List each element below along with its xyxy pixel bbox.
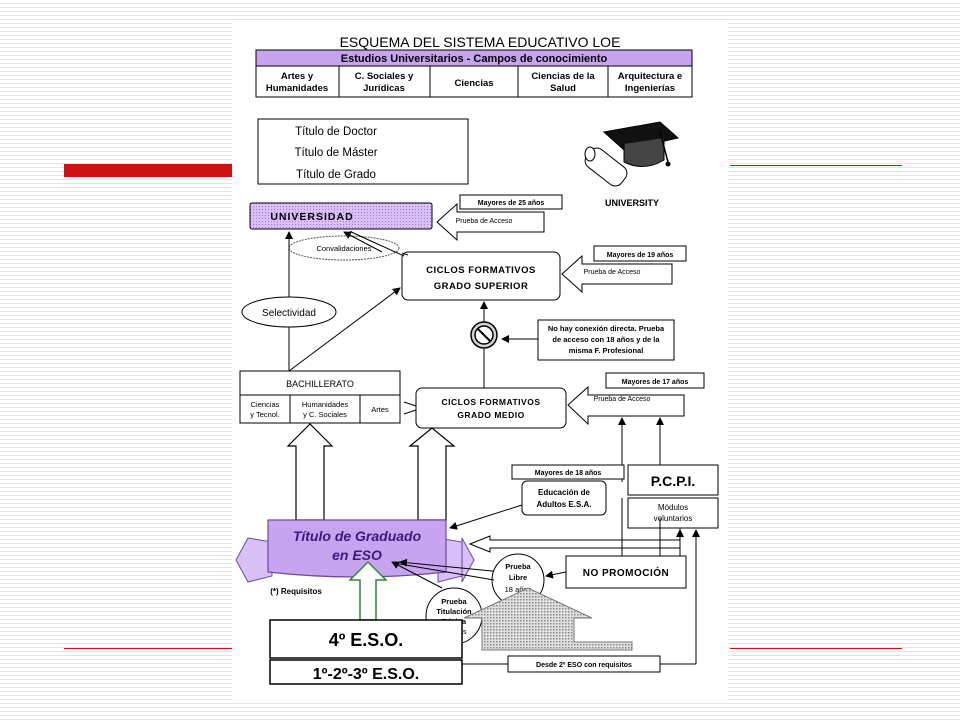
requisitos-label: (*) Requisitos <box>270 587 322 596</box>
eso4-box: 4º E.S.O. <box>269 619 463 659</box>
no-conexion-note: No hay conexión directa. Prueba de acces… <box>537 319 675 361</box>
no-conexion-l1: No hay conexión directa. Prueba <box>548 324 665 333</box>
red-accent-bar <box>64 164 232 177</box>
campo-ciencias: Ciencias <box>454 78 493 89</box>
bach-ciencias-l1: Ciencias <box>251 400 280 409</box>
titulo-master: Título de Máster <box>294 147 377 159</box>
no-entry-icon <box>470 321 498 349</box>
cfgm-label-l2: GRADO MEDIO <box>457 410 524 420</box>
prueba-acceso-arrow-2 <box>561 254 673 294</box>
campo-artes-l1: Artes y <box>281 71 314 82</box>
bach-humanidades-l2: y C. Sociales <box>303 410 347 419</box>
education-system-diagram: ESQUEMA DEL SISTEMA EDUCATIVO LOE Estudi… <box>235 34 719 685</box>
up-arrow-to-cfgm <box>408 427 456 521</box>
campo-arquitectura-l2: Ingenierías <box>625 83 675 94</box>
prueba-libre-l2: Libre <box>509 573 527 582</box>
red-divider-line-top <box>730 165 902 166</box>
estudios-header: Estudios Universitarios - Campos de cono… <box>341 53 608 65</box>
esa-l2: Adultos E.S.A. <box>536 500 591 509</box>
prueba-titulacion-l2: Titulación <box>436 607 472 616</box>
campos-table: Estudios Universitarios - Campos de cono… <box>255 49 693 98</box>
red-divider-line-bottom-left <box>64 648 232 649</box>
red-divider-line-bottom-right <box>730 648 902 649</box>
up-arrow-to-bachillerato <box>286 423 334 521</box>
no-promocion-label: NO PROMOCIÓN <box>583 566 670 579</box>
titulo-grado: Título de Grado <box>296 169 376 181</box>
esa-box: Educación de Adultos E.S.A. <box>521 480 607 516</box>
campo-sociales-l2: Jurídicas <box>363 83 405 94</box>
university-label: UNIVERSITY <box>605 198 659 208</box>
selectividad-label: Selectividad <box>262 308 316 319</box>
diagram-panel: ESQUEMA DEL SISTEMA EDUCATIVO LOE Estudi… <box>232 20 728 700</box>
prueba-acceso-arrow-3 <box>567 385 685 426</box>
modulos-l2: voluntarios <box>654 514 693 523</box>
cfgm-label-l1: CICLOS FORMATIVOS <box>441 397 540 407</box>
prueba-acceso-2-label: Prueba de Acceso <box>584 269 641 276</box>
mayores-17-label: Mayores de 17 años <box>622 379 689 386</box>
prueba-titulacion-l1: Prueba <box>441 597 467 606</box>
pcpi-box: P.C.P.I. Módulos voluntarios <box>627 464 719 529</box>
titulo-doctor: Título de Doctor <box>295 126 377 138</box>
graduado-l2: en ESO <box>332 547 382 563</box>
prueba-acceso-1-label: Prueba de Acceso <box>456 218 513 225</box>
cfgs-box: CICLOS FORMATIVOS GRADO SUPERIOR <box>401 251 561 301</box>
no-promocion-box: NO PROMOCIÓN <box>565 555 687 589</box>
bachillerato-title: BACHILLERATO <box>286 379 354 389</box>
diagram-title: ESQUEMA DEL SISTEMA EDUCATIVO LOE <box>340 34 621 50</box>
prueba-acceso-arrow-1 <box>436 202 545 242</box>
mayores-25-label: Mayores de 25 años <box>478 200 545 207</box>
convalidaciones-label: Convalidaciones <box>316 244 371 253</box>
bach-ciencias-l2: y Tecnol. <box>250 410 279 419</box>
bachillerato-box: BACHILLERATO Ciencias y Tecnol. Humanida… <box>239 370 401 424</box>
green-up-arrow <box>348 560 388 621</box>
universidad-label: UNIVERSIDAD <box>270 211 353 223</box>
graduation-cap-icon <box>584 121 680 187</box>
pcpi-label: P.C.P.I. <box>651 473 696 489</box>
cfgs-label-l2: GRADO SUPERIOR <box>434 281 529 292</box>
campo-salud-l1: Ciencias de la <box>531 71 595 82</box>
mayores-18-label: Mayores de 18 años <box>535 470 602 477</box>
prueba-libre-l1: Prueba <box>505 562 531 571</box>
campo-sociales-l1: C. Sociales y <box>355 71 414 82</box>
campo-artes-l2: Humanidades <box>266 83 328 94</box>
cfgs-label-l1: CICLOS FORMATIVOS <box>426 265 536 276</box>
eso123-label: 1º-2º-3º E.S.O. <box>313 666 419 683</box>
cfgm-box: CICLOS FORMATIVOS GRADO MEDIO <box>415 387 567 429</box>
campo-arquitectura-l1: Arquitectura e <box>618 71 682 82</box>
eso123-box: 1º-2º-3º E.S.O. <box>269 659 463 685</box>
bach-artes: Artes <box>371 405 389 414</box>
modulos-l1: Módulos <box>658 503 688 512</box>
mayores-19-label: Mayores de 19 años <box>607 252 674 259</box>
no-conexion-l2: de acceso con 18 años y de la <box>552 335 660 344</box>
desde-2-eso-label: Desde 2º ESO con requisitos <box>536 662 632 669</box>
bach-humanidades-l1: Humanidades <box>302 400 349 409</box>
eso4-label: 4º E.S.O. <box>329 630 404 650</box>
prueba-libre-l3: 18 años <box>505 585 532 594</box>
titulos-box: Título de Doctor Título de Máster Título… <box>257 118 469 185</box>
graduado-banner: Título de Graduado en ESO <box>235 519 475 583</box>
gray-up-arrow <box>463 587 633 651</box>
universidad-box: UNIVERSIDAD <box>249 202 433 230</box>
no-conexion-l3: misma F. Profesional <box>569 346 644 355</box>
campo-salud-l2: Salud <box>550 83 576 94</box>
esa-l1: Educación de <box>538 488 591 497</box>
prueba-acceso-3-label: Prueba de Acceso <box>594 396 651 403</box>
graduado-l1: Título de Graduado <box>293 528 422 544</box>
